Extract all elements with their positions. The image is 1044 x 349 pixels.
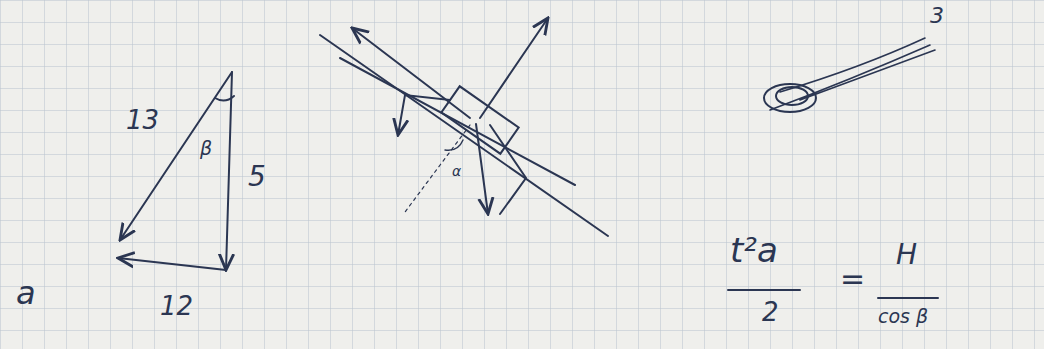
triangle-side	[226, 72, 232, 270]
sketch-label: 2	[762, 298, 779, 327]
sketch-label: 5	[248, 162, 266, 193]
sketch-label: t²a	[730, 232, 778, 269]
block	[441, 86, 518, 154]
sketch-label: cos β	[878, 306, 928, 327]
force-arrow	[352, 28, 470, 118]
sketch-label: β	[200, 138, 212, 159]
incline-line	[340, 58, 575, 185]
triangle-base	[118, 258, 226, 270]
force-arrow	[480, 18, 548, 118]
sketch-label: 12	[160, 292, 193, 321]
force-component	[490, 125, 526, 214]
sketch-label: 13	[126, 106, 159, 135]
force-component	[398, 95, 450, 135]
fraction-bar	[878, 297, 938, 299]
dashed-line	[405, 125, 470, 212]
sketch-label: a	[16, 276, 36, 311]
scribble	[770, 38, 935, 110]
sketch-label: α	[452, 164, 461, 179]
incline-line	[320, 35, 608, 236]
fraction-bar	[728, 289, 800, 291]
sketch-label: =	[840, 262, 865, 295]
sketch-label: H	[896, 240, 917, 271]
angle-arc	[445, 140, 463, 150]
sketch-label: 3	[930, 4, 944, 28]
angle-arc	[215, 96, 234, 101]
force-arrow	[476, 124, 488, 214]
